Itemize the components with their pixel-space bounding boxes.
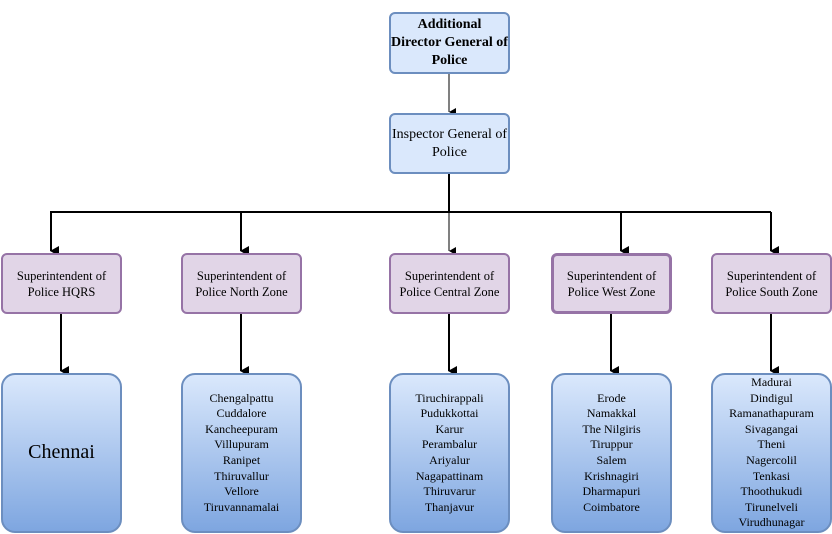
node-sp-south-label: Superintendent of Police South Zone bbox=[725, 268, 818, 299]
district-item: Ariyalur bbox=[429, 453, 470, 467]
district-item: The Nilgiris bbox=[582, 421, 641, 436]
district-item: Chennai bbox=[28, 441, 95, 464]
node-adg-label: Additional Director General of Police bbox=[391, 17, 508, 68]
node-sp-west: Superintendent of Police West Zone bbox=[551, 253, 672, 314]
district-item: Dharmapuri bbox=[582, 484, 641, 499]
district-item: Coimbatore bbox=[583, 499, 640, 514]
district-item: Pudukkottai bbox=[420, 406, 479, 421]
node-sp-central-label: Superintendent of Police Central Zone bbox=[399, 268, 500, 299]
district-item: Perambalur bbox=[421, 437, 478, 452]
node-districts-south: Madurai Dindigul Ramanathapuram Sivagang… bbox=[711, 373, 832, 533]
district-item: Villupuram bbox=[214, 437, 269, 452]
node-districts-north: Chengalpattu Cuddalore Kancheepuram Vill… bbox=[181, 373, 302, 533]
district-item: Ranipet bbox=[222, 453, 261, 467]
node-ig-label: Inspector General of Police bbox=[391, 126, 508, 160]
node-sp-central: Superintendent of Police Central Zone bbox=[389, 253, 510, 314]
district-item: Nagapattinam bbox=[415, 468, 484, 483]
node-adg: Additional Director General of Police bbox=[389, 12, 510, 74]
district-item: Virudhunagar bbox=[738, 515, 805, 530]
node-sp-north: Superintendent of Police North Zone bbox=[181, 253, 302, 314]
district-item: Krishnagiri bbox=[584, 468, 639, 483]
node-sp-north-label: Superintendent of Police North Zone bbox=[195, 268, 288, 299]
district-item: Madurai bbox=[751, 375, 792, 390]
node-districts-west: Erode Namakkal The Nilgiris Tiruppur Sal… bbox=[551, 373, 672, 533]
district-item: Thanjavur bbox=[424, 499, 475, 514]
node-sp-hqrs: Superintendent of Police HQRS bbox=[1, 253, 122, 314]
district-item: Tiruchirappali bbox=[415, 390, 484, 405]
node-sp-west-label: Superintendent of Police West Zone bbox=[566, 268, 657, 299]
district-item: Kancheepuram bbox=[205, 421, 278, 436]
district-item: Erode bbox=[597, 390, 626, 405]
district-item: Theni bbox=[757, 437, 786, 452]
node-districts-hqrs: Chennai bbox=[1, 373, 122, 533]
node-sp-south: Superintendent of Police South Zone bbox=[711, 253, 832, 314]
district-item: Tenkasi bbox=[752, 468, 791, 483]
node-ig: Inspector General of Police bbox=[389, 113, 510, 174]
district-item: Thiruvallur bbox=[214, 468, 269, 483]
district-item: Dindigul bbox=[750, 390, 793, 405]
district-item: Tiruvannamalai bbox=[203, 499, 280, 514]
node-districts-central: Tiruchirappali Pudukkottai Karur Peramba… bbox=[389, 373, 510, 533]
district-item: Ramanathapuram bbox=[729, 406, 814, 421]
district-item: Sivagangai bbox=[744, 421, 799, 436]
district-item: Thoothukudi bbox=[740, 484, 803, 499]
district-item: Chengalpattu bbox=[209, 390, 274, 405]
district-item: Tirunelveli bbox=[745, 499, 798, 514]
node-sp-hqrs-label: Superintendent of Police HQRS bbox=[16, 268, 107, 299]
district-item: Karur bbox=[435, 421, 464, 436]
district-item: Salem bbox=[596, 453, 627, 467]
district-item: Tiruppur bbox=[590, 437, 633, 452]
district-item: Namakkal bbox=[586, 406, 637, 421]
district-item: Thiruvarur bbox=[423, 484, 476, 499]
district-item: Vellore bbox=[224, 484, 259, 499]
district-item: Cuddalore bbox=[216, 406, 267, 421]
district-item: Nagercolil bbox=[746, 453, 797, 467]
